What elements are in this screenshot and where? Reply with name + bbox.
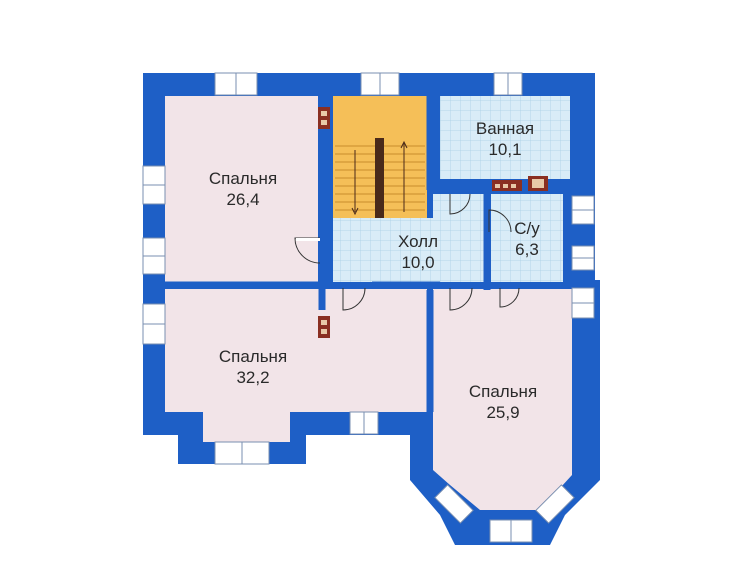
hall-area: 10,0 — [401, 253, 434, 272]
hall-floor — [333, 194, 484, 282]
bathroom-name: Ванная — [476, 119, 534, 138]
bedroom-se-area: 25,9 — [486, 403, 519, 422]
bedroom-sw-floor — [165, 289, 427, 442]
chimney-upper — [318, 107, 330, 129]
bathroom-floor — [440, 96, 570, 179]
bedroom-sw-name: Спальня — [219, 347, 287, 366]
hall-name: Холл — [398, 232, 438, 251]
wc-area: 6,3 — [515, 240, 539, 259]
bedroom-se-floor — [433, 289, 572, 510]
door-bedroom-nw — [294, 237, 321, 264]
bedroom-se-name: Спальня — [469, 382, 537, 401]
doors — [294, 193, 520, 311]
window-bay-sw — [434, 484, 474, 524]
room-floors — [165, 96, 572, 510]
window-bay-se — [535, 484, 575, 524]
bedroom-sw-area: 32,2 — [236, 368, 269, 387]
wc-floor — [491, 194, 563, 282]
wc-name: С/у — [514, 219, 540, 238]
door-bedroom-se-2 — [499, 287, 520, 308]
bedroom-nw-area: 26,4 — [226, 190, 259, 209]
door-bedroom-se-1 — [449, 287, 473, 311]
room-labels: Спальня 26,4 Ванная 10,1 С/у 6,3 Холл 10… — [209, 119, 540, 422]
door-bathroom — [449, 193, 471, 215]
door-wc — [488, 209, 512, 233]
bedroom-nw-name: Спальня — [209, 169, 277, 188]
staircase — [335, 138, 425, 218]
bathroom-area: 10,1 — [488, 140, 521, 159]
chimney-lower — [318, 316, 330, 338]
stair-stringer — [375, 138, 384, 218]
door-bedroom-sw — [342, 287, 366, 311]
bedroom-nw-floor — [165, 96, 318, 282]
